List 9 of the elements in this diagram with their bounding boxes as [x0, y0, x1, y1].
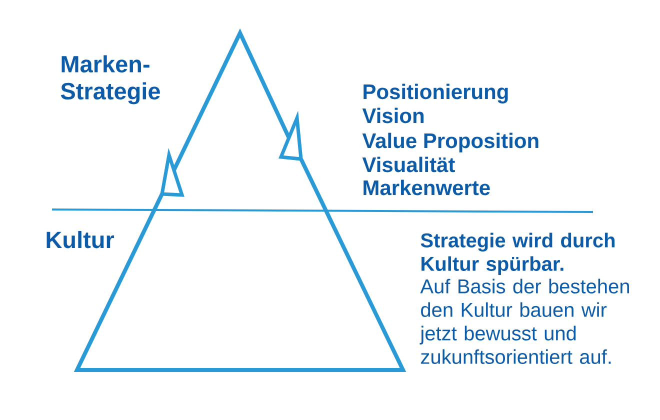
- list-item: Markenwerte: [364, 180, 490, 196]
- list-item: Positionierung: [364, 84, 508, 104]
- list-item: Visualität: [362, 156, 455, 172]
- heading-text: Strategie wird durch Kultur spürbar.: [420, 232, 615, 275]
- section-label: Kultur: [46, 230, 114, 248]
- list-item: Vision: [362, 108, 424, 124]
- body-text: Auf Basis der bestehen den Kultur bauen wir jetzt bewusst und zukunftsorientiert auf.: [420, 278, 629, 364]
- section-label: Marken- Strategie: [60, 55, 160, 104]
- list-item: Value Proposition: [362, 132, 538, 152]
